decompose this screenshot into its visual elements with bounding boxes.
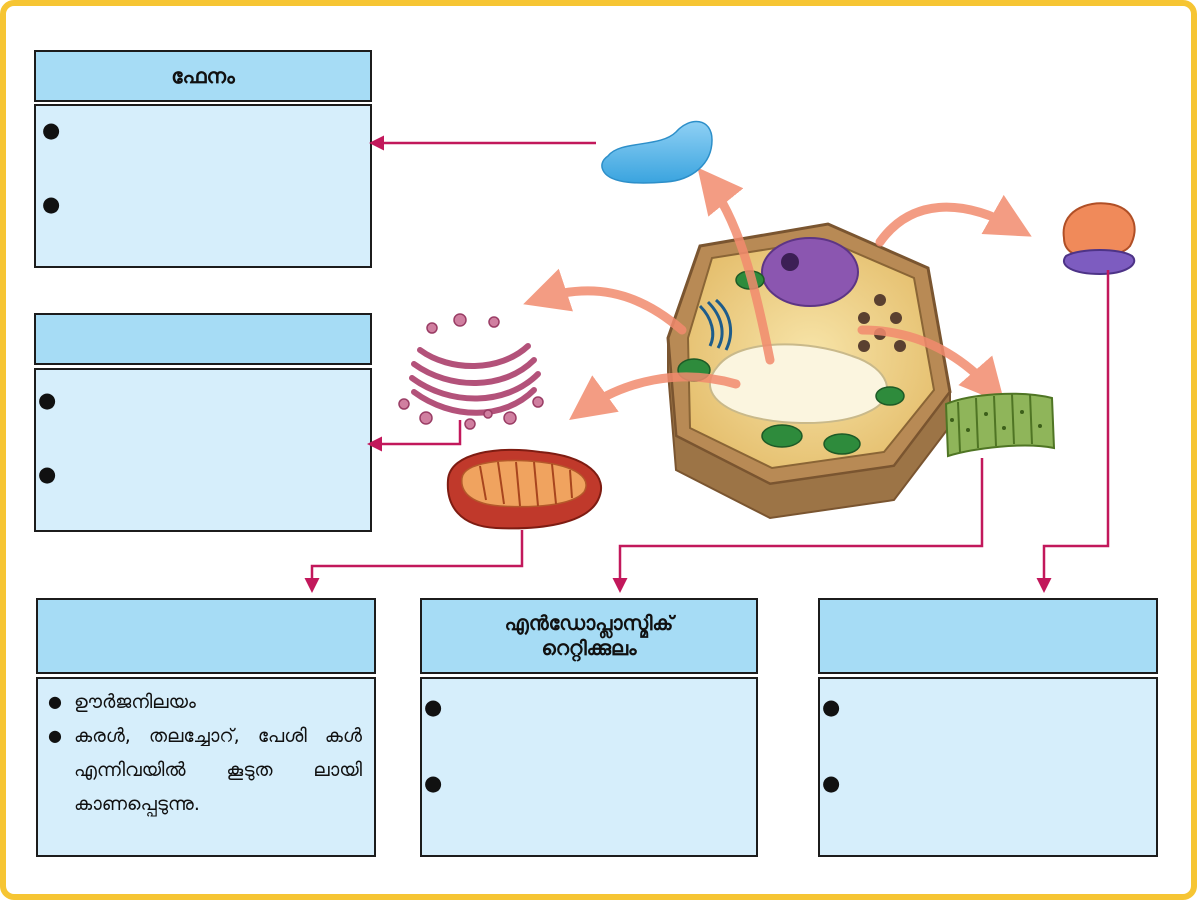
golgi-in-cell [698,298,733,351]
mitochondria-points: ഊർജനിലയം കരൾ, തലച്ചോറ്, പേശി കൾ എന്നിവയി… [44,685,362,821]
connector-lines [304,135,1110,593]
bullet: ● [424,771,443,795]
ribosome-answer-box[interactable]: ● ● [818,677,1158,857]
connector-ribosome [1036,270,1110,593]
connector-mitochondrion [304,530,524,593]
vacuole-header: ഫേനം [34,50,372,102]
er-title-line2: റെറ്റിക്കുലം [541,636,637,660]
mitochondria-header [36,598,376,674]
bullet: ● [822,771,841,795]
er-header: എൻഡോപ്ലാസ്മിക് റെറ്റിക്കുലം [420,598,758,674]
vacuole-answer-box[interactable]: ● ● [34,104,372,268]
plant-cell-illustration [666,222,952,520]
bullet: ● [424,695,443,719]
organelle-pointer-arrows [523,167,1032,420]
bullet: ● [42,192,61,216]
vacuole-title: ഫേനം [171,63,235,88]
bullet: ● [38,462,57,486]
vacuole-illustration [601,120,713,184]
er-answer-box[interactable]: ● ● [420,677,758,857]
golgi-header [34,313,372,365]
connector-er [612,458,984,593]
bullet: ● [38,388,57,412]
ribosome-header [818,598,1158,674]
point-location: കരൾ, തലച്ചോറ്, പേശി കൾ എന്നിവയിൽ കൂടുത ല… [44,719,362,821]
bullet: ● [822,695,841,719]
ribosome-illustration [1062,202,1136,276]
er-title-line1: എൻഡോപ്ലാസ്മിക് [504,611,674,635]
mitochondrion-illustration [446,448,603,530]
mitochondria-answer-box: ഊർജനിലയം കരൾ, തലച്ചോറ്, പേശി കൾ എന്നിവയി… [36,677,376,857]
bullet: ● [42,118,61,142]
connector-golgi [367,420,462,452]
golgi-answer-box[interactable]: ● ● [34,368,372,532]
nucleus-illustration [761,237,859,307]
point-energy: ഊർജനിലയം [44,685,362,719]
er-illustration [944,392,1056,458]
golgi-illustration [398,313,544,430]
